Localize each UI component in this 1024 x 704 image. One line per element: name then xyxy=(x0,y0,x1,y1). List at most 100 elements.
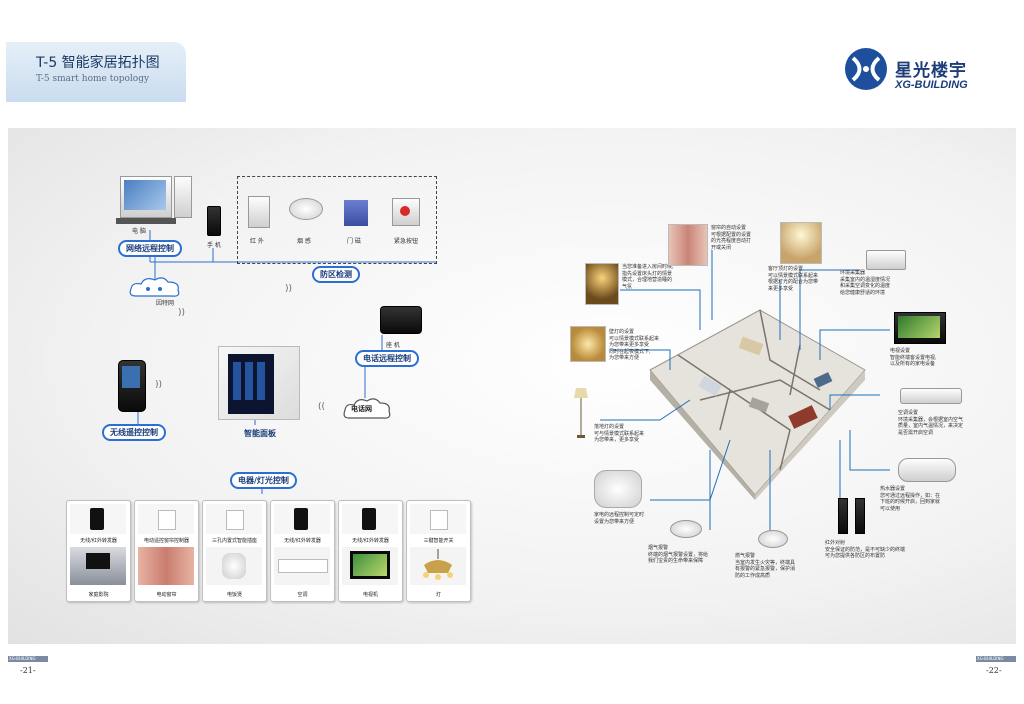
card-top-label: 无线/红外转发器 xyxy=(80,538,117,544)
card-top-label: 三孔内置式智能插座 xyxy=(211,538,257,544)
appliance-light-control-pill: 电器/灯光控制 xyxy=(230,472,297,489)
appliance-card: 三孔内置式智能插座 电饭煲 xyxy=(202,500,267,602)
ac-note: 空调设置 环境采集器，会根据室内空气 质量，室内气温情况，来决定 是否需开启空调 xyxy=(898,410,964,436)
footer-brand-right: XG-BUILDING xyxy=(977,656,1004,661)
tv-note: 电视设置 智能终端客设置电视, 以及所有的家电设备 xyxy=(890,348,937,367)
remote-screen xyxy=(122,366,140,388)
appliance-card: 三键智能开关 灯 xyxy=(406,500,471,602)
panel-icons xyxy=(233,362,269,400)
page-title: T-5 智能家居拓扑图 xyxy=(36,55,160,71)
security-device-label: 红 外 xyxy=(250,238,264,245)
card-device xyxy=(274,504,330,534)
card-bottom-label: 灯 xyxy=(435,592,441,598)
card-image xyxy=(138,547,194,585)
page-number-right: -22- xyxy=(986,666,1002,675)
security-device-label: 紧急按钮 xyxy=(394,238,419,245)
card-bottom-label: 电动窗帘 xyxy=(156,592,177,598)
signal-wave-icon: (( xyxy=(318,402,326,412)
card-device xyxy=(70,504,126,534)
page-number-left: -21- xyxy=(20,666,36,675)
phone-network-cloud-icon xyxy=(342,396,392,422)
card-top-label: 三键智能开关 xyxy=(423,538,454,544)
page-tag-left xyxy=(8,656,48,662)
zone-detection-pill: 防区检测 xyxy=(312,266,360,283)
smart-panel-label: 智能面板 xyxy=(244,429,276,438)
ceiling-light-photo xyxy=(780,222,822,264)
monitor-screen xyxy=(124,180,166,210)
card-device xyxy=(410,504,466,534)
title-tab xyxy=(6,42,186,102)
security-device-label: 门 磁 xyxy=(347,238,361,245)
water-heater-note: 热水器设置 您可通过远程操作，如：在 下班的时候开启，回到家就 可以使用 xyxy=(880,486,941,512)
appliance-card: 无线/红外转发器 电视机 xyxy=(338,500,403,602)
air-conditioner xyxy=(900,388,962,404)
emergency-button-red xyxy=(400,206,410,216)
appliance-card: 无线/红外转发器 空调 xyxy=(270,500,335,602)
curtain-note: 窗帘的自动设置 可根据配置的设置 的光亮程度自动打 开或关闭 xyxy=(711,225,752,251)
card-top-label: 无线/红外转发器 xyxy=(352,538,389,544)
smoke-detector xyxy=(289,198,323,220)
smoke-alarm-note: 烟气报警 终端的烟气报警设置，将给 我们宝贵的生命带来保障 xyxy=(648,545,709,564)
sleep-mode-note: 当您准备进入房间时候, 指先设置床头灯的情景 模式，合理地营造睡的 气氛 xyxy=(622,264,674,290)
keyboard xyxy=(116,218,176,224)
card-image xyxy=(206,547,262,585)
landline-phone xyxy=(380,306,422,334)
phone-network-label: 电话网 xyxy=(351,405,372,413)
card-bottom-label: 家庭影院 xyxy=(88,592,109,598)
infrared-sensor xyxy=(248,196,270,228)
card-bottom-label: 电饭煲 xyxy=(226,592,242,598)
door-magnet-sensor xyxy=(344,200,368,226)
internet-cloud-icon xyxy=(128,276,182,300)
brand-name-en: XG-BUILDING xyxy=(895,79,968,91)
environment-sensor-note: 环境采集器 采集室内的温湿度情况 和采集空调变化的温度 给您健康舒适的环境 xyxy=(840,270,891,296)
phone-label: 手 机 xyxy=(207,242,221,249)
card-bottom-label: 电视机 xyxy=(362,592,378,598)
card-device xyxy=(138,504,194,534)
rice-cooker-note: 家电的远程控制可定时 设置为您带来方便 xyxy=(594,512,645,525)
tv-screen xyxy=(898,316,940,338)
page-tag-right xyxy=(976,656,1016,662)
smoke-alarm xyxy=(670,520,702,538)
security-zone-box xyxy=(237,176,437,264)
wireless-remote-control-pill: 无线遥控控制 xyxy=(102,424,166,441)
leader-lines xyxy=(600,250,890,540)
security-device-label: 烟 感 xyxy=(297,238,311,245)
gas-alarm xyxy=(758,530,788,548)
environment-sensor xyxy=(866,250,906,270)
curtain-photo xyxy=(668,224,708,266)
appliance-card: 电动遥控窗帘控制器 电动窗帘 xyxy=(134,500,199,602)
house-floorplan-3d xyxy=(640,300,870,500)
card-top-label: 电动遥控窗帘控制器 xyxy=(143,538,189,544)
ir-beam-note: 红外对射 安全保证的防范，是不可缺少的终端 可为您提供各防区的布置防 xyxy=(825,540,906,559)
water-heater xyxy=(898,458,956,482)
wall-lamp-note: 壁灯的设置 可以情景模式联系起来 为您带来更多享受 同时在起夜模式下, 为您带来… xyxy=(609,329,660,361)
network-remote-control-pill: 网络远程控制 xyxy=(118,240,182,257)
rice-cooker xyxy=(594,470,642,508)
card-image xyxy=(410,547,466,585)
ir-beam-sensor-left xyxy=(838,498,848,534)
card-image xyxy=(274,547,330,585)
ceiling-light-note: 客厅顶灯的设置 可以情景模式联系起来 根据灯光的配合为您带 来更多享受 xyxy=(768,266,819,292)
card-bottom-label: 空调 xyxy=(297,592,308,598)
gas-alarm-note: 燃气报警 当室内发生火灾等，终端具 有报警的紧急报警，保护消 防的工作成高质 xyxy=(735,553,796,579)
card-device xyxy=(206,504,262,534)
footer-brand-left: XG-BUILDING xyxy=(9,656,36,661)
bedside-lamp-photo xyxy=(585,263,619,305)
signal-wave-icon: )) xyxy=(155,380,163,390)
ir-beam-sensor-right xyxy=(855,498,865,534)
xg-logo-icon xyxy=(845,48,887,90)
mobile-phone xyxy=(207,206,221,236)
computer-label: 电 脑 xyxy=(132,228,146,235)
internet-label: 因特网 xyxy=(156,300,175,307)
pc-tower xyxy=(174,176,192,218)
brand-name-cn: 星光楼宇 xyxy=(895,61,967,81)
appliance-card: 无线/红外转发器 家庭影院 xyxy=(66,500,131,602)
card-image xyxy=(342,547,398,585)
card-image xyxy=(70,547,126,585)
signal-wave-icon: )) xyxy=(285,284,293,294)
phone-remote-control-pill: 电话远程控制 xyxy=(355,350,419,367)
card-device xyxy=(342,504,398,534)
floor-lamp-photo xyxy=(574,388,588,438)
card-top-label: 无线/红外转发器 xyxy=(284,538,321,544)
page-subtitle: T-5 smart home topology xyxy=(36,74,150,84)
